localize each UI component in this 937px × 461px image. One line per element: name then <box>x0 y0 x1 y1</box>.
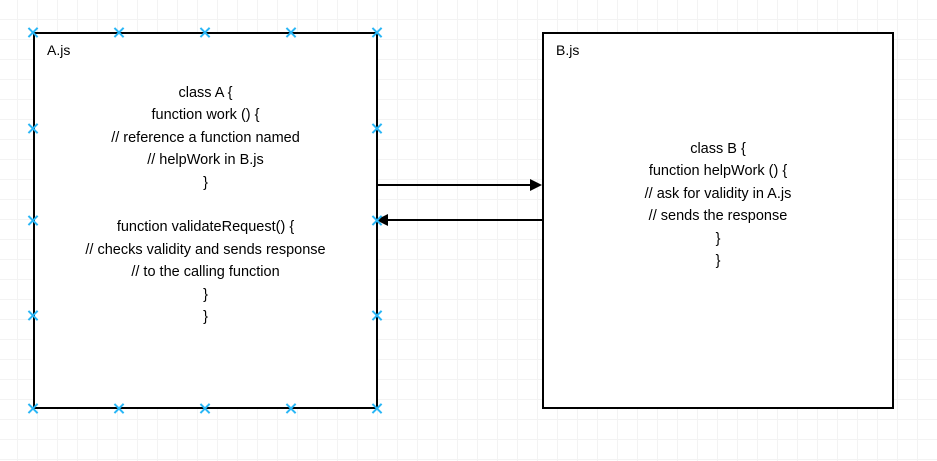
selection-handle-0[interactable] <box>27 26 40 39</box>
selection-handle-15[interactable] <box>371 402 384 415</box>
selection-handle-7[interactable] <box>27 214 40 227</box>
selection-handle-13[interactable] <box>199 402 212 415</box>
selection-handle-6[interactable] <box>371 122 384 135</box>
selection-handle-3[interactable] <box>285 26 298 39</box>
selection-handle-12[interactable] <box>113 402 126 415</box>
selection-handle-8[interactable] <box>371 214 384 227</box>
selection-handle-9[interactable] <box>27 309 40 322</box>
selection-handle-4[interactable] <box>371 26 384 39</box>
node-a-js[interactable]: A.js class A { function work () { // ref… <box>33 32 378 409</box>
node-b-js-title: B.js <box>556 42 580 58</box>
edge-a-to-b[interactable] <box>378 184 534 186</box>
node-b-js-body: class B { function helpWork () { // ask … <box>644 141 792 270</box>
selection-handle-1[interactable] <box>113 26 126 39</box>
edge-b-to-a[interactable] <box>386 219 542 221</box>
selection-handle-2[interactable] <box>199 26 212 39</box>
node-a-js-body: class A { function work () { // referenc… <box>85 85 326 326</box>
node-b-js[interactable]: B.js class B { function helpWork () { //… <box>542 32 894 409</box>
selection-handle-5[interactable] <box>27 122 40 135</box>
selection-handle-11[interactable] <box>27 402 40 415</box>
selection-handle-10[interactable] <box>371 309 384 322</box>
selection-handle-14[interactable] <box>285 402 298 415</box>
arrow-right-icon <box>530 179 542 191</box>
node-a-js-title: A.js <box>47 42 71 58</box>
